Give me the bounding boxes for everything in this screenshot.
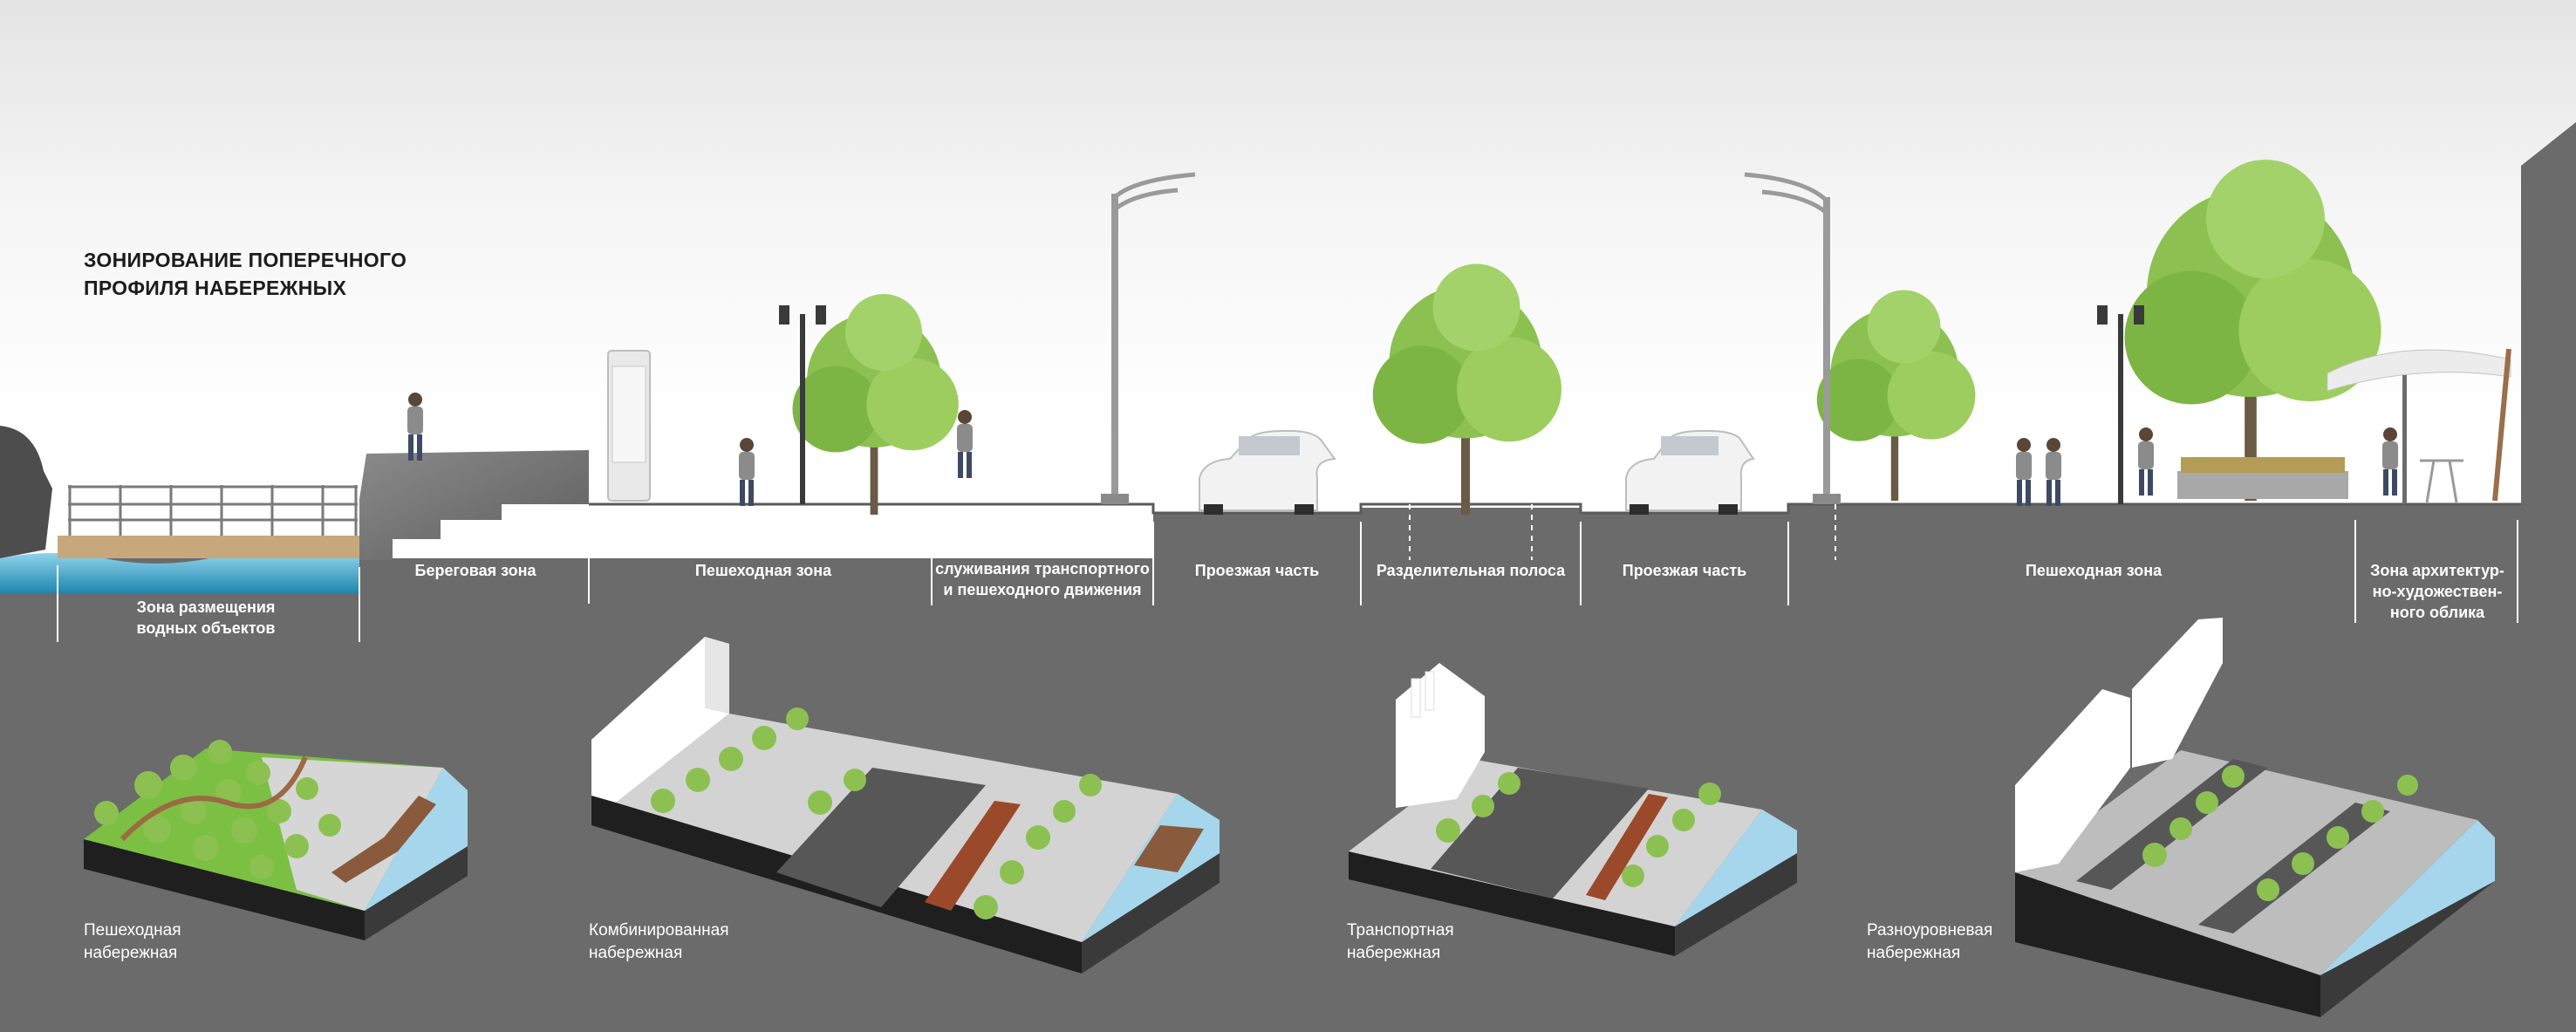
zone-label-pedestrian-2: Пешеходная зона	[2025, 562, 2163, 579]
type-label-combined: Комбинированная набережная	[589, 921, 729, 962]
person	[2046, 438, 2061, 506]
person	[739, 438, 755, 506]
zone-label-shore: Береговая зона	[414, 562, 536, 579]
boat-hull	[0, 426, 52, 558]
zone-label-water: Зона размещения водных объектов	[136, 598, 276, 637]
pier-deck	[58, 536, 359, 558]
person	[2016, 438, 2032, 506]
type-label-transport: Транспортная набережная	[1347, 921, 1454, 962]
tree	[1816, 290, 1976, 501]
cafe-umbrella	[2327, 348, 2511, 504]
tree	[1372, 263, 1561, 515]
isometric-combined-embankment	[591, 637, 1220, 974]
tall-lamp-left	[1101, 172, 1196, 504]
zone-dividers	[57, 518, 2518, 642]
type-label-multilevel: Разноуровневая набережная	[1867, 921, 1993, 962]
person	[2382, 427, 2398, 495]
shore-wall	[359, 450, 589, 560]
tree	[792, 294, 959, 515]
zone-label-architecture: Зона архитектур- но-художествен- ного об…	[2370, 562, 2504, 621]
zone-label-roadway-2: Проезжая часть	[1622, 562, 1747, 579]
diagram-title: ЗОНИРОВАНИЕ ПОПЕРЕЧНОГО ПРОФИЛЯ НАБЕРЕЖН…	[84, 246, 572, 302]
car-right	[1625, 430, 1755, 515]
zone-label-pedestrian-1: Пешеходная зона	[694, 562, 832, 579]
type-label-pedestrian: Пешеходная набережная	[84, 921, 181, 962]
classic-lamp-left	[779, 305, 826, 504]
cafe-table	[2420, 459, 2463, 503]
title-line-2: ПРОФИЛЯ НАБЕРЕЖНЫХ	[84, 277, 347, 299]
tall-lamp-right	[1744, 172, 1841, 504]
person	[407, 393, 423, 461]
title-line-1: ЗОНИРОВАНИЕ ПОПЕРЕЧНОГО	[84, 249, 407, 271]
dashed-markers	[1409, 504, 1836, 560]
classic-lamp-right	[2097, 305, 2144, 504]
zone-label-service: Зона функционального об- служивания тран…	[935, 539, 1150, 598]
water-surface	[0, 553, 359, 593]
person	[2138, 427, 2154, 495]
isometric-transport-embankment	[1349, 663, 1797, 956]
isometric-multilevel-embankment	[2015, 618, 2495, 1017]
surface-line	[589, 502, 2521, 515]
car-left	[1199, 430, 1336, 515]
cyclist	[957, 410, 973, 478]
zone-label-roadway-1: Проезжая часть	[1194, 562, 1320, 579]
tree	[2124, 160, 2381, 501]
isometric-pedestrian-embankment	[84, 740, 468, 940]
pier-railing	[68, 485, 358, 536]
zone-label-median: Разделительная полоса	[1376, 562, 1566, 579]
planter	[2177, 471, 2348, 499]
